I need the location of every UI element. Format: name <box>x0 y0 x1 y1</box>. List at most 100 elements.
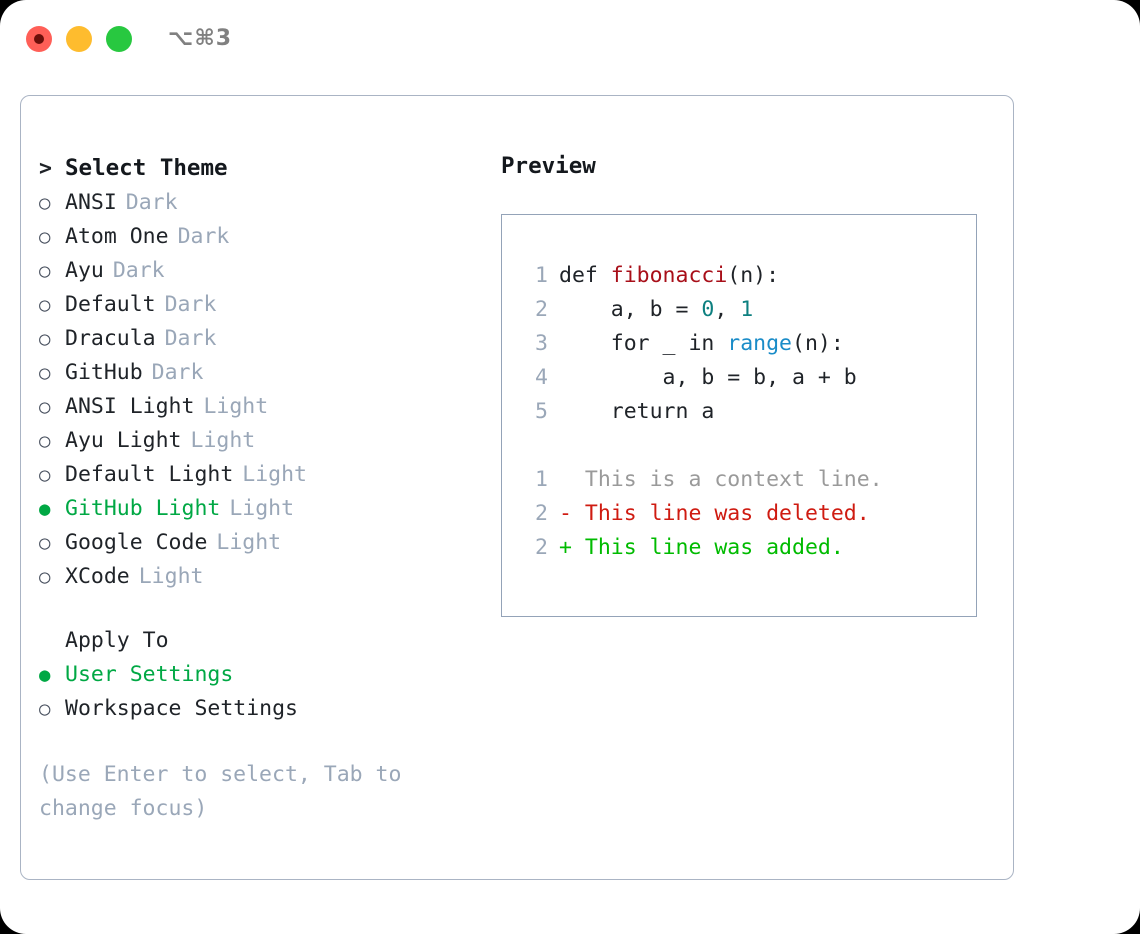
theme-list-item[interactable]: ○ ANSI Dark <box>39 186 479 220</box>
title-bar: ⌥⌘3 <box>0 0 1140 78</box>
theme-name-label: ANSI Light <box>65 394 195 419</box>
code-line: 5 return a <box>522 395 976 429</box>
radio-unselected-icon[interactable]: ○ <box>39 294 51 316</box>
apply-to-option[interactable]: ● User Settings <box>39 658 479 692</box>
radio-unselected-icon[interactable]: ○ <box>39 464 51 486</box>
code-token-plain: a, b = <box>559 297 702 322</box>
theme-name-label: Default <box>65 292 156 317</box>
code-line: 4 a, b = b, a + b <box>522 361 976 395</box>
minimize-button[interactable] <box>66 26 92 52</box>
code-line-text: a, b = b, a + b <box>559 361 857 395</box>
code-token-plain: for _ in <box>559 331 728 356</box>
theme-list-item[interactable]: ○ Default Dark <box>39 288 479 322</box>
apply-to-option[interactable]: ○ Workspace Settings <box>39 692 479 726</box>
theme-name-label: Dracula <box>65 326 156 351</box>
theme-name-label: Ayu Light <box>65 428 182 453</box>
radio-unselected-icon[interactable]: ○ <box>39 192 51 214</box>
theme-kind-tag: Light <box>190 428 256 453</box>
theme-name-label: GitHub <box>65 360 143 385</box>
theme-name-label: Ayu <box>65 258 104 283</box>
diff-line: 2 - This line was deleted. <box>522 497 976 531</box>
maximize-button[interactable] <box>106 26 132 52</box>
caret-icon: > <box>39 156 52 181</box>
theme-name-label: Default Light <box>65 462 234 487</box>
line-number: 2 <box>535 535 548 560</box>
apply-to-list: ● User Settings ○ Workspace Settings <box>39 658 479 726</box>
code-token-plain: return a <box>559 399 715 424</box>
theme-kind-tag: Dark <box>164 292 217 317</box>
code-line-text: a, b = 0, 1 <box>559 293 753 327</box>
code-token-plain: , <box>714 297 741 322</box>
diff-line-text: This is a context line. <box>559 467 883 492</box>
diff-sample: 1 This is a context line. 2 - This line wa… <box>522 463 976 565</box>
apply-to-title: Apply To <box>65 628 169 653</box>
radio-selected-icon[interactable]: ● <box>39 498 51 520</box>
code-token-fn: fibonacci <box>610 263 728 288</box>
code-line: 2 a, b = 0, 1 <box>522 293 976 327</box>
theme-list-item[interactable]: ○ Google Code Light <box>39 526 479 560</box>
apply-to-label: User Settings <box>65 662 234 687</box>
theme-kind-tag: Dark <box>164 326 217 351</box>
radio-unselected-icon[interactable]: ○ <box>39 396 51 418</box>
diff-line-text: - This line was deleted. <box>559 501 870 526</box>
recording-indicator-icon <box>34 34 44 44</box>
theme-kind-tag: Light <box>216 530 282 555</box>
theme-kind-tag: Light <box>203 394 269 419</box>
diff-line: 1 This is a context line. <box>522 463 976 497</box>
theme-kind-tag: Dark <box>125 190 178 215</box>
theme-name-label: GitHub Light <box>65 496 221 521</box>
code-token-plain: a, b = b, a + b <box>559 365 857 390</box>
apply-to-header: ○ Apply To <box>39 624 479 658</box>
keyboard-hint-text: (Use Enter to select, Tab to change focu… <box>39 762 415 821</box>
code-token-call: range <box>727 331 793 356</box>
apply-to-spacer-icon: ○ <box>39 624 65 658</box>
radio-unselected-icon[interactable]: ○ <box>39 362 51 384</box>
line-number: 2 <box>535 297 548 322</box>
line-number: 2 <box>535 501 548 526</box>
window-shortcut-label: ⌥⌘3 <box>168 26 233 51</box>
theme-list-item[interactable]: ○ Ayu Light Light <box>39 424 479 458</box>
theme-list-item[interactable]: ○ Default Light Light <box>39 458 479 492</box>
theme-name-label: Atom One <box>65 224 169 249</box>
diff-line: 2+ This line was added. <box>522 531 976 565</box>
theme-name-label: Google Code <box>65 530 208 555</box>
theme-kind-tag: Dark <box>151 360 204 385</box>
line-number: 1 <box>535 467 548 492</box>
line-number: 1 <box>535 263 548 288</box>
code-token-plain: (n): <box>792 331 844 356</box>
code-line-text: for _ in range(n): <box>559 327 844 361</box>
code-line-text: return a <box>559 395 715 429</box>
radio-selected-icon[interactable]: ● <box>39 664 51 686</box>
theme-list-item[interactable]: ○ GitHub Dark <box>39 356 479 390</box>
theme-name-label: ANSI <box>65 190 117 215</box>
theme-list-item[interactable]: ○ Dracula Dark <box>39 322 479 356</box>
radio-unselected-icon[interactable]: ○ <box>39 226 51 248</box>
line-number: 3 <box>535 331 548 356</box>
select-theme-title: Select Theme <box>65 155 228 181</box>
radio-unselected-icon[interactable]: ○ <box>39 328 51 350</box>
radio-unselected-icon[interactable]: ○ <box>39 532 51 554</box>
select-theme-header: > Select Theme <box>39 151 479 186</box>
theme-kind-tag: Light <box>242 462 308 487</box>
code-token-num: 1 <box>740 297 754 322</box>
radio-unselected-icon[interactable]: ○ <box>39 566 51 588</box>
radio-unselected-icon[interactable]: ○ <box>39 260 51 282</box>
radio-unselected-icon[interactable]: ○ <box>39 430 51 452</box>
code-token-num: 0 <box>701 297 715 322</box>
apply-to-label: Workspace Settings <box>65 696 298 721</box>
radio-unselected-icon[interactable]: ○ <box>39 698 51 720</box>
line-number: 5 <box>535 399 548 424</box>
theme-list-item[interactable]: ○ ANSI Light Light <box>39 390 479 424</box>
line-number: 4 <box>535 365 548 390</box>
